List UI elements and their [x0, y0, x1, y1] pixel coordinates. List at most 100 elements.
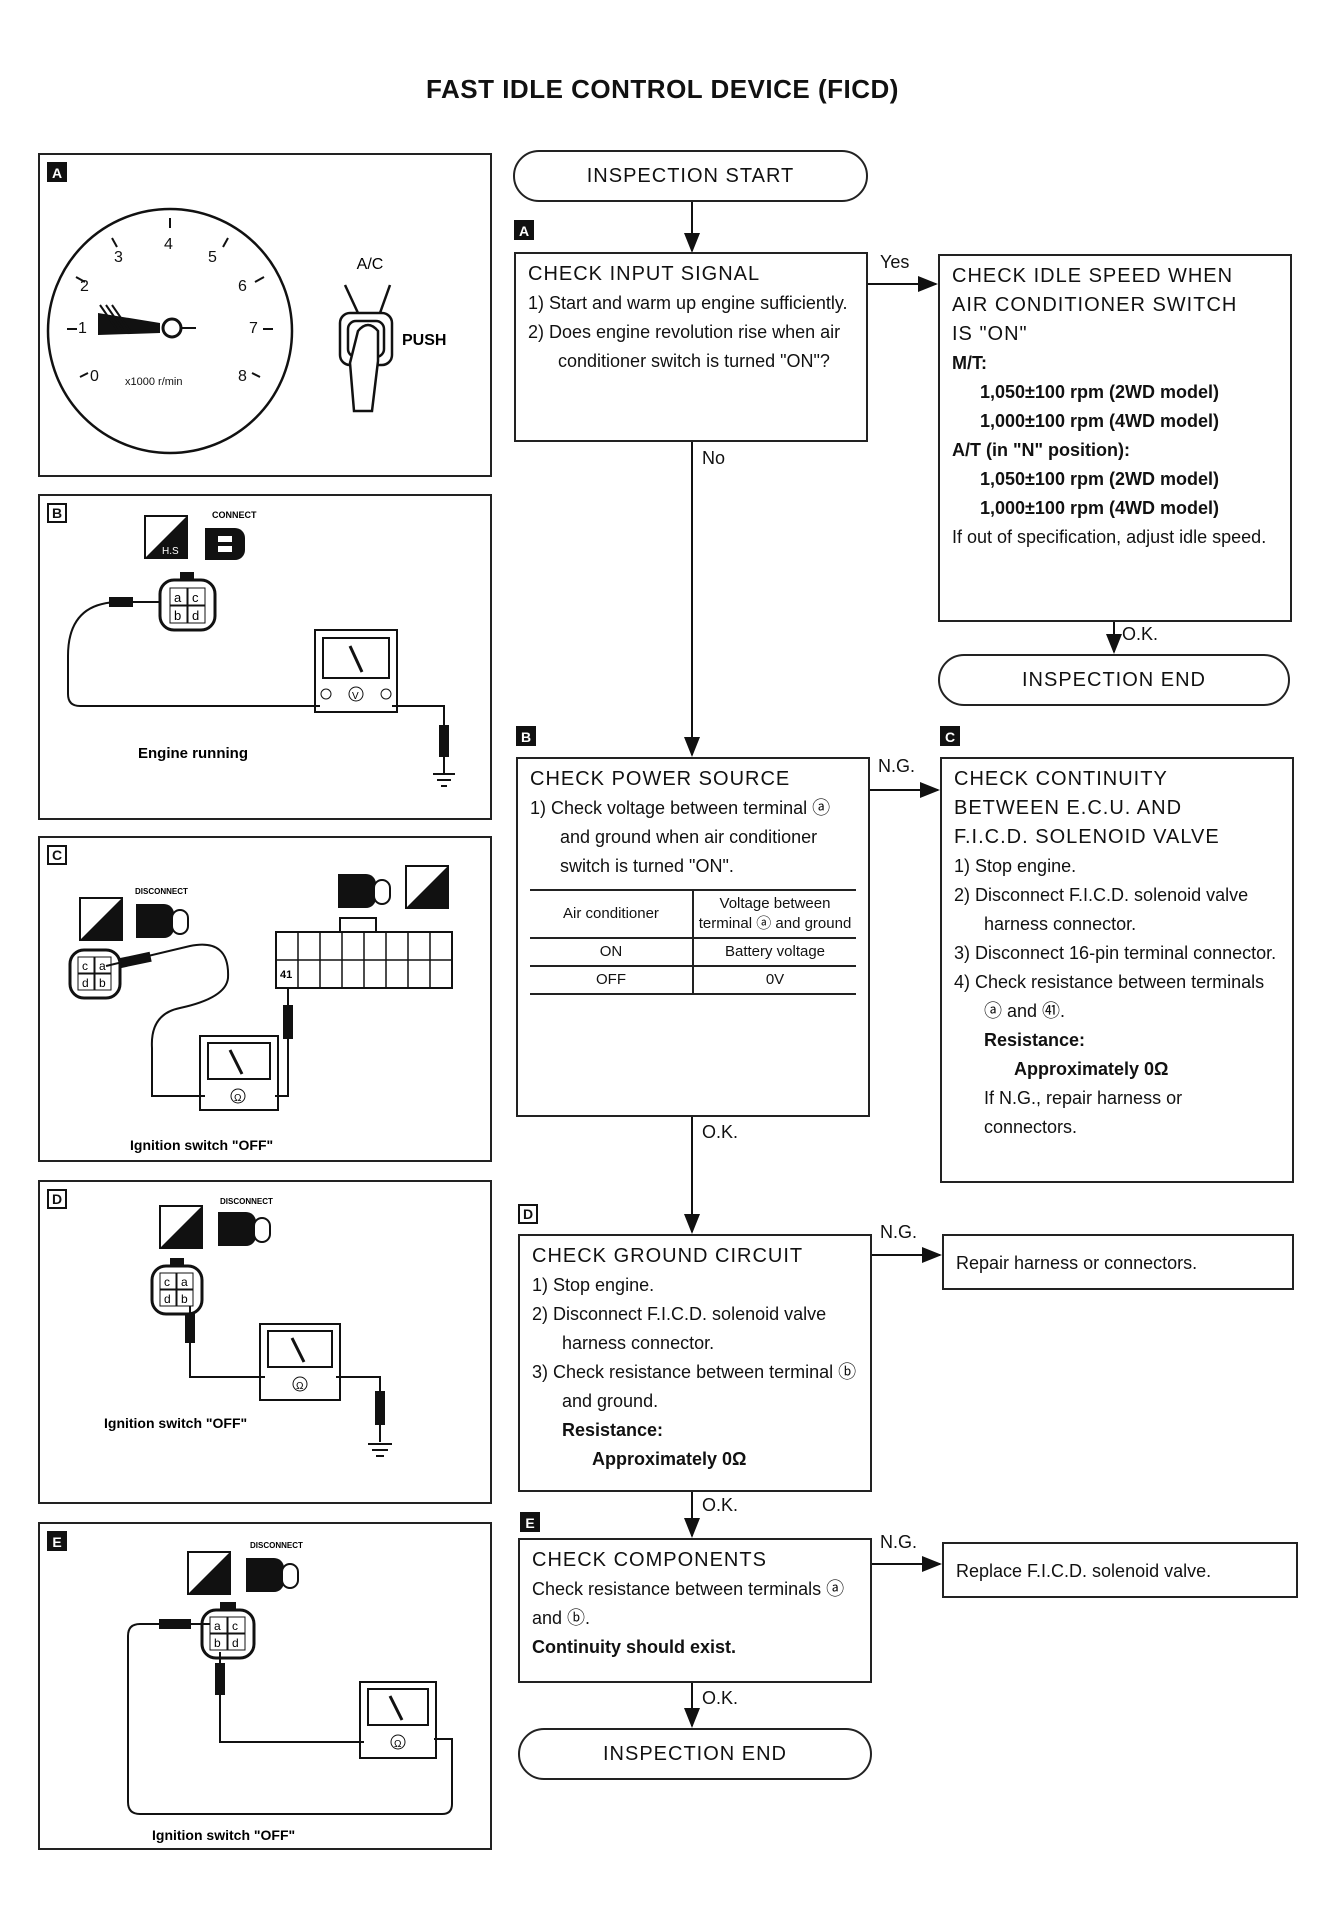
test-leads	[127, 1619, 453, 1815]
check-components-heading: CHECK COMPONENTS	[532, 1549, 767, 1571]
page-title: FAST IDLE CONTROL DEVICE (FICD)	[426, 74, 899, 104]
pin-d: d	[232, 1636, 239, 1650]
step-tag-c: C	[940, 726, 960, 746]
ohmmeter-icon: Ω	[259, 1323, 341, 1401]
panel-c-caption: Ignition switch "OFF"	[130, 1137, 273, 1153]
pin-b: b	[181, 1292, 188, 1306]
check-ground-circuit-heading: CHECK GROUND CIRCUIT	[532, 1245, 804, 1267]
panel-tag-d: D	[47, 1189, 67, 1209]
table-cell-on: ON	[530, 938, 694, 967]
illustration-panel-a: A 0 1 2 3 4 5 6 7 8 x1000 r/min	[38, 153, 492, 477]
step-d-resistance-value: Approximately 0Ω	[592, 1449, 747, 1469]
pin-a: a	[181, 1275, 188, 1289]
scale-label: x1000 r/min	[125, 376, 182, 388]
dial-number-0: 0	[90, 368, 99, 385]
label-ng-e: N.G.	[880, 1532, 918, 1552]
hs-connector-icon	[187, 1551, 231, 1595]
illustration-panel-b: B H.S CONNECT a c b d V	[38, 494, 492, 820]
pin-d: d	[164, 1292, 171, 1306]
svg-text:Ω: Ω	[234, 1093, 242, 1104]
step-c-item-3: 3) Disconnect 16-pin terminal connector.	[954, 943, 1277, 963]
check-input-signal-heading: CHECK INPUT SIGNAL	[528, 263, 761, 285]
label-yes: Yes	[880, 252, 910, 272]
test-leads	[185, 1306, 392, 1457]
table-cell-0v: 0V	[693, 966, 856, 995]
dial-number-7: 7	[249, 320, 258, 337]
idle-note: If out of specification, adjust idle spe…	[952, 527, 1267, 547]
step-a-item-1: 1) Start and warm up engine sufficiently…	[528, 293, 848, 313]
continuity-check-illustration: DISCONNECT 41 c	[68, 865, 453, 1153]
hs-connector-icon-right	[405, 865, 449, 909]
disconnect-label: DISCONNECT	[220, 1197, 273, 1206]
push-label: PUSH	[402, 332, 446, 349]
ohmmeter-icon: Ω	[199, 1035, 279, 1111]
pin-b: b	[174, 608, 181, 623]
step-e-line-1: Check resistance between terminals ⓐ and…	[532, 1579, 845, 1628]
step-tag-a: A	[514, 220, 534, 240]
pin-c: c	[82, 959, 88, 973]
disconnect-plug-icon	[136, 904, 189, 938]
step-c-item-2: 2) Disconnect F.I.C.D. solenoid valve ha…	[954, 885, 1249, 934]
label-ng-b: N.G.	[878, 756, 916, 776]
continuity-heading-2: BETWEEN E.C.U. AND	[954, 797, 1183, 819]
tachometer-illustration: 0 1 2 3 4 5 6 7 8 x1000 r/min A/C PUSH	[46, 207, 446, 455]
step-b-item-1: 1) Check voltage between terminal ⓐ and …	[530, 798, 831, 876]
pin-b: b	[214, 1636, 221, 1650]
step-tag-d: D	[518, 1204, 538, 1224]
ac-push-button-icon	[338, 284, 394, 413]
idle-mt-4wd: 1,000±100 rpm (4WD model)	[980, 411, 1219, 431]
table-header-ac: Air conditioner	[530, 890, 694, 939]
disconnect-plug-icon	[218, 1212, 271, 1246]
disconnect-plug-icon	[246, 1558, 299, 1592]
continuity-heading-1: CHECK CONTINUITY	[954, 768, 1168, 790]
label-ok-idle: O.K.	[1122, 624, 1159, 644]
label-ok-b: O.K.	[702, 1122, 739, 1142]
test-leads	[67, 597, 455, 787]
solenoid-connector-icon: c a d b	[68, 948, 122, 1000]
voltage-check-illustration: H.S CONNECT a c b d V	[67, 510, 455, 787]
pin-c: c	[192, 590, 199, 605]
svg-text:V: V	[352, 691, 359, 702]
inspection-end-top: INSPECTION END	[938, 654, 1290, 706]
voltage-table: Air conditioner Voltage between terminal…	[530, 889, 856, 995]
check-continuity-box: CHECK CONTINUITY BETWEEN E.C.U. AND F.I.…	[940, 757, 1294, 1183]
voltmeter-icon: V	[314, 629, 398, 713]
step-c-item-1: 1) Stop engine.	[954, 856, 1077, 876]
pin-d: d	[192, 608, 199, 623]
step-c-resistance-label: Resistance:	[984, 1030, 1086, 1050]
dial-number-1: 1	[78, 320, 87, 337]
pin-b: b	[99, 976, 106, 990]
hs-connector-icon: H.S	[144, 515, 188, 559]
pin-a: a	[174, 590, 182, 605]
table-cell-off: OFF	[530, 966, 694, 995]
pin-a: a	[214, 1619, 221, 1633]
pin-a: a	[99, 959, 106, 973]
panel-tag-b: B	[47, 503, 67, 523]
step-tag-b: B	[516, 726, 536, 746]
repair-harness-box: Repair harness or connectors.	[942, 1234, 1294, 1290]
pin-d: d	[82, 976, 89, 990]
step-d-resistance-label: Resistance:	[562, 1420, 664, 1440]
illustration-panel-d: D DISCONNECT c a d b Ω	[38, 1180, 492, 1504]
label-ok-d: O.K.	[702, 1495, 739, 1515]
hs-connector-icon	[79, 897, 123, 941]
step-a-item-2: 2) Does engine revolution rise when air …	[528, 322, 841, 371]
step-d-item-2: 2) Disconnect F.I.C.D. solenoid valve ha…	[532, 1304, 827, 1353]
dial-number-6: 6	[238, 278, 247, 295]
replace-solenoid-box: Replace F.I.C.D. solenoid valve.	[942, 1542, 1298, 1598]
step-c-item-4: 4) Check resistance between terminals ⓐ …	[954, 972, 1265, 1021]
label-ok-e: O.K.	[702, 1688, 739, 1708]
pin-c: c	[232, 1619, 238, 1633]
dial-number-8: 8	[238, 368, 247, 385]
hs-label: H.S	[162, 546, 179, 557]
continuity-heading-3: F.I.C.D. SOLENOID VALVE	[954, 826, 1220, 848]
solenoid-connector-icon: a c b d	[158, 572, 217, 632]
idle-heading-1: CHECK IDLE SPEED WHEN	[952, 265, 1234, 287]
needle-icon	[98, 304, 196, 339]
step-e-line-2: Continuity should exist.	[532, 1637, 737, 1657]
panel-tag-c: C	[47, 845, 67, 865]
check-ground-circuit-box: CHECK GROUND CIRCUIT 1) Stop engine. 2) …	[518, 1234, 872, 1492]
label-no: No	[702, 448, 726, 468]
idle-heading-2: AIR CONDITIONER SWITCH	[952, 294, 1238, 316]
